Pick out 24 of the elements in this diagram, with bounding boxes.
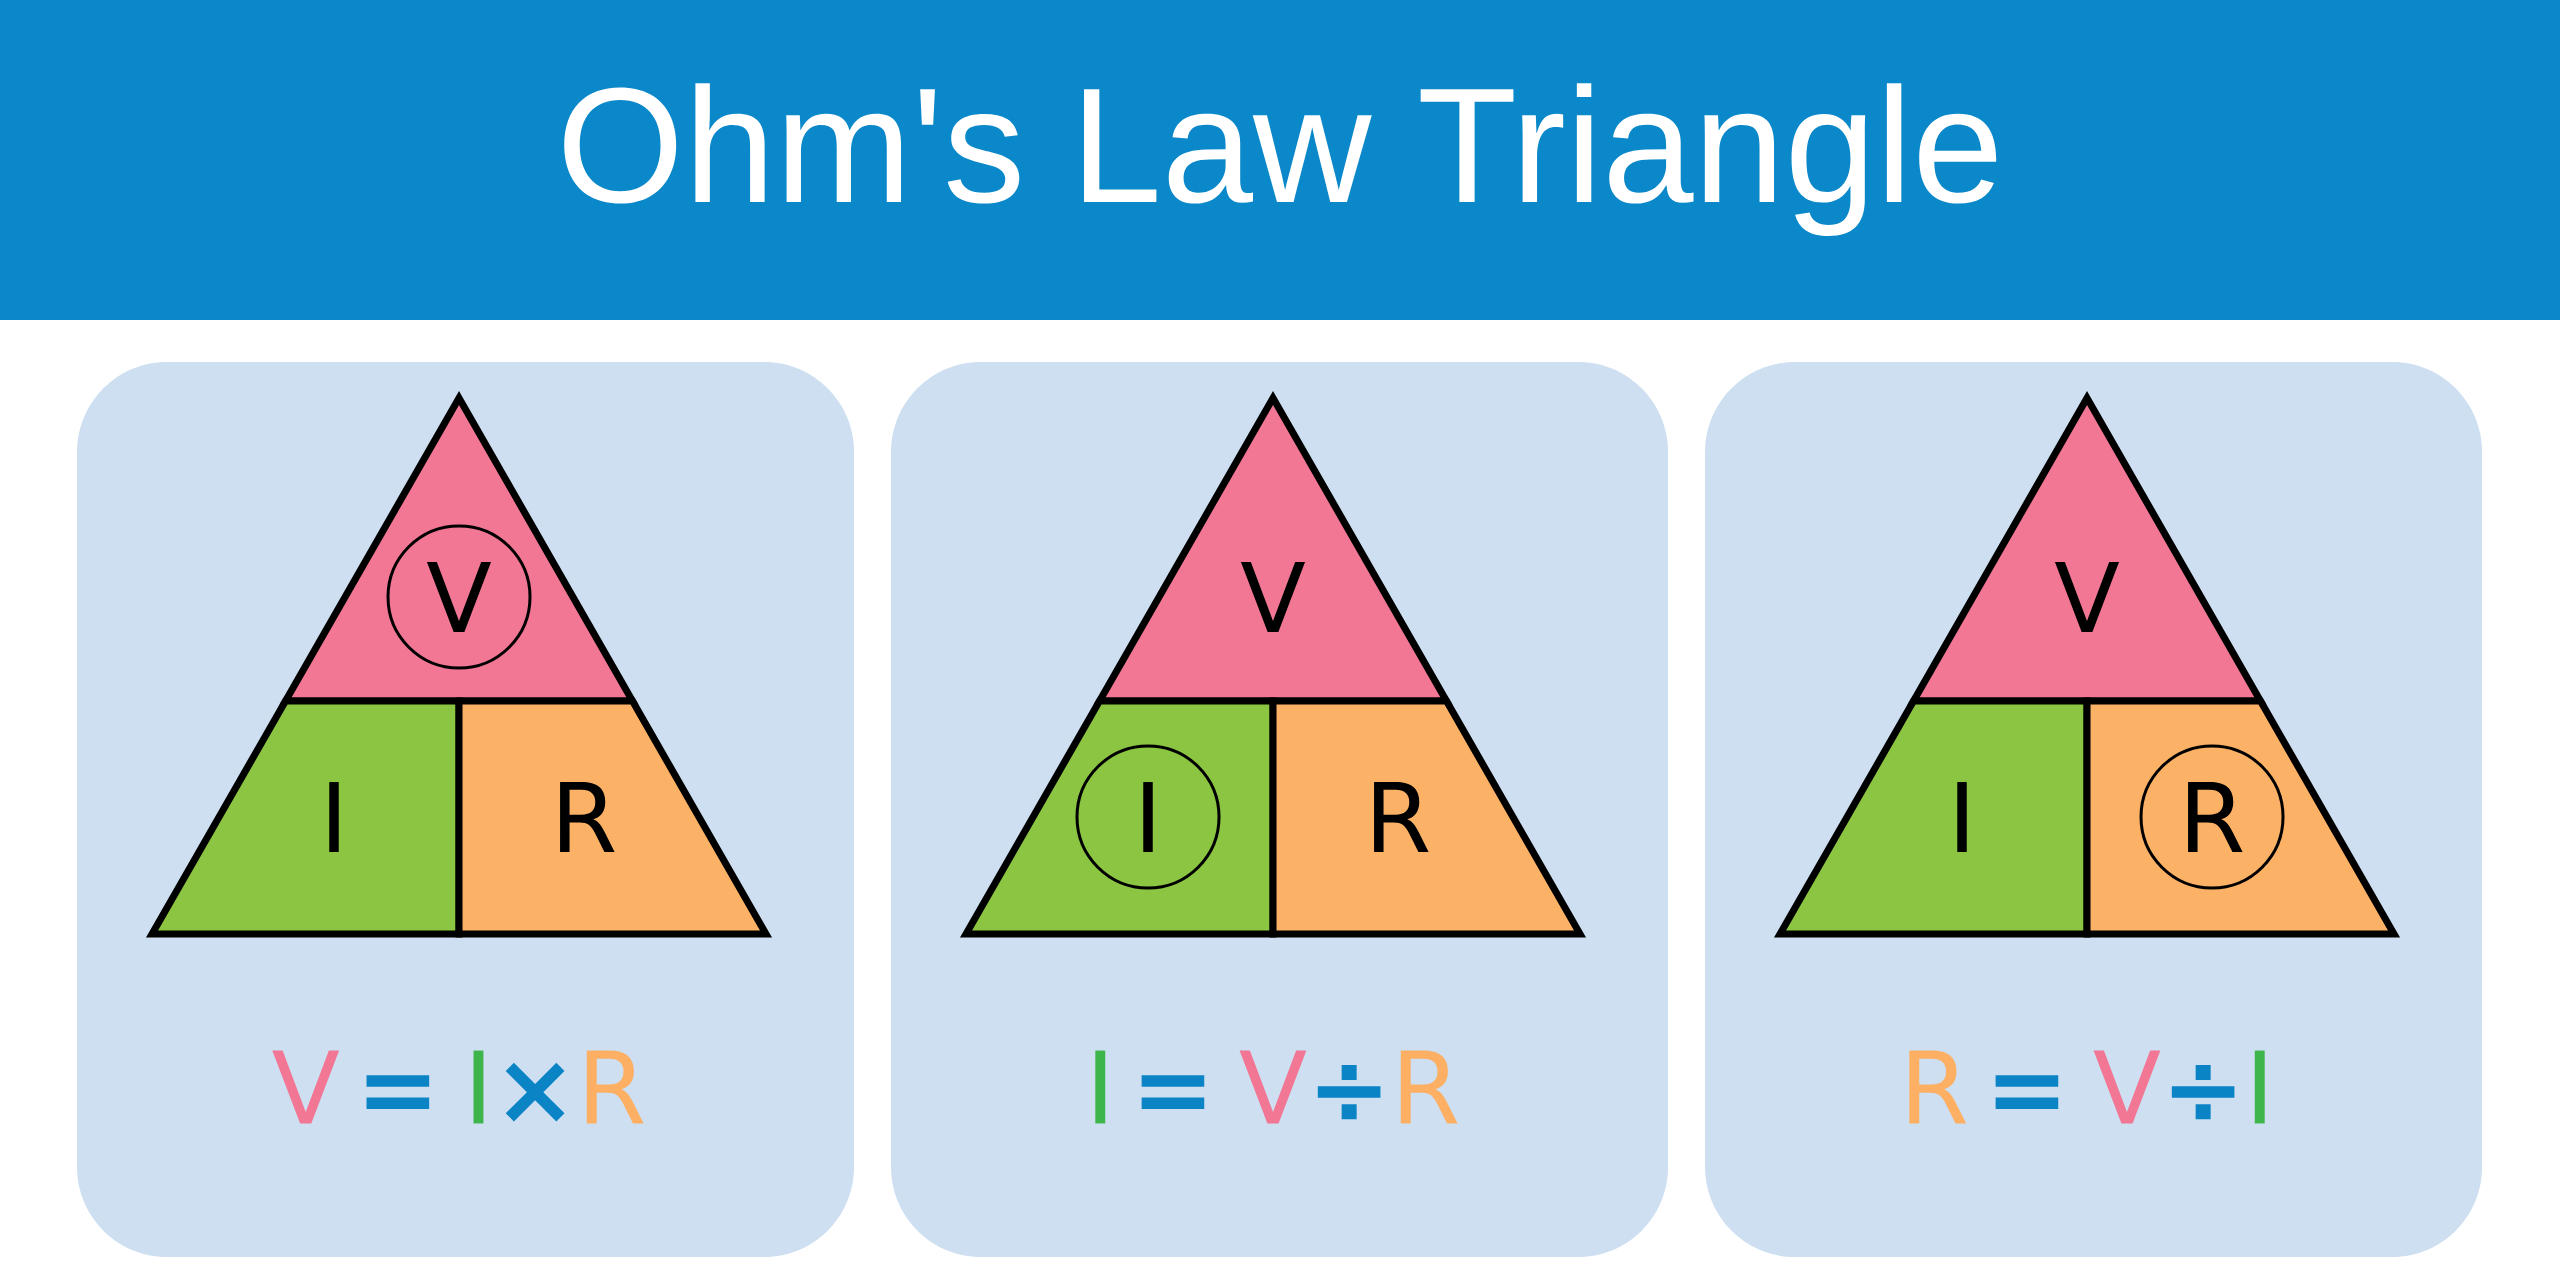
node-label: = — [1141, 1075, 1205, 1110]
node-label: R — [1400, 1050, 1458, 1124]
node-label: I — [1095, 1050, 1106, 1124]
node-label: I — [473, 1050, 484, 1124]
formula: R = V÷ I — [1909, 1050, 2265, 1124]
trapezoid-segment: I — [145, 697, 463, 938]
node-label: = — [366, 1075, 430, 1110]
formula: V = I × R — [272, 1050, 644, 1124]
node-label: V — [2093, 1050, 2161, 1124]
trapezoid-segment — [2083, 697, 2401, 938]
node-label: R — [586, 1050, 644, 1124]
trapezoid-segment: R — [455, 697, 773, 938]
formula: I = V÷ R — [1095, 1050, 1458, 1124]
node-label: = — [1995, 1075, 2059, 1110]
node-label: I — [2254, 1050, 2265, 1124]
node-label: × — [505, 1062, 565, 1122]
node-label: V — [1239, 1050, 1307, 1124]
node-label: ÷ — [1317, 1064, 1381, 1120]
trapezoid-segment: R — [1269, 697, 1587, 938]
node-label: V — [272, 1050, 340, 1124]
node-label: ÷ — [2171, 1064, 2235, 1120]
title-banner: Ohm's Law Triangle — [0, 0, 2560, 320]
node-label: R — [1909, 1050, 1967, 1124]
trapezoid-segment: I — [1774, 697, 2091, 938]
